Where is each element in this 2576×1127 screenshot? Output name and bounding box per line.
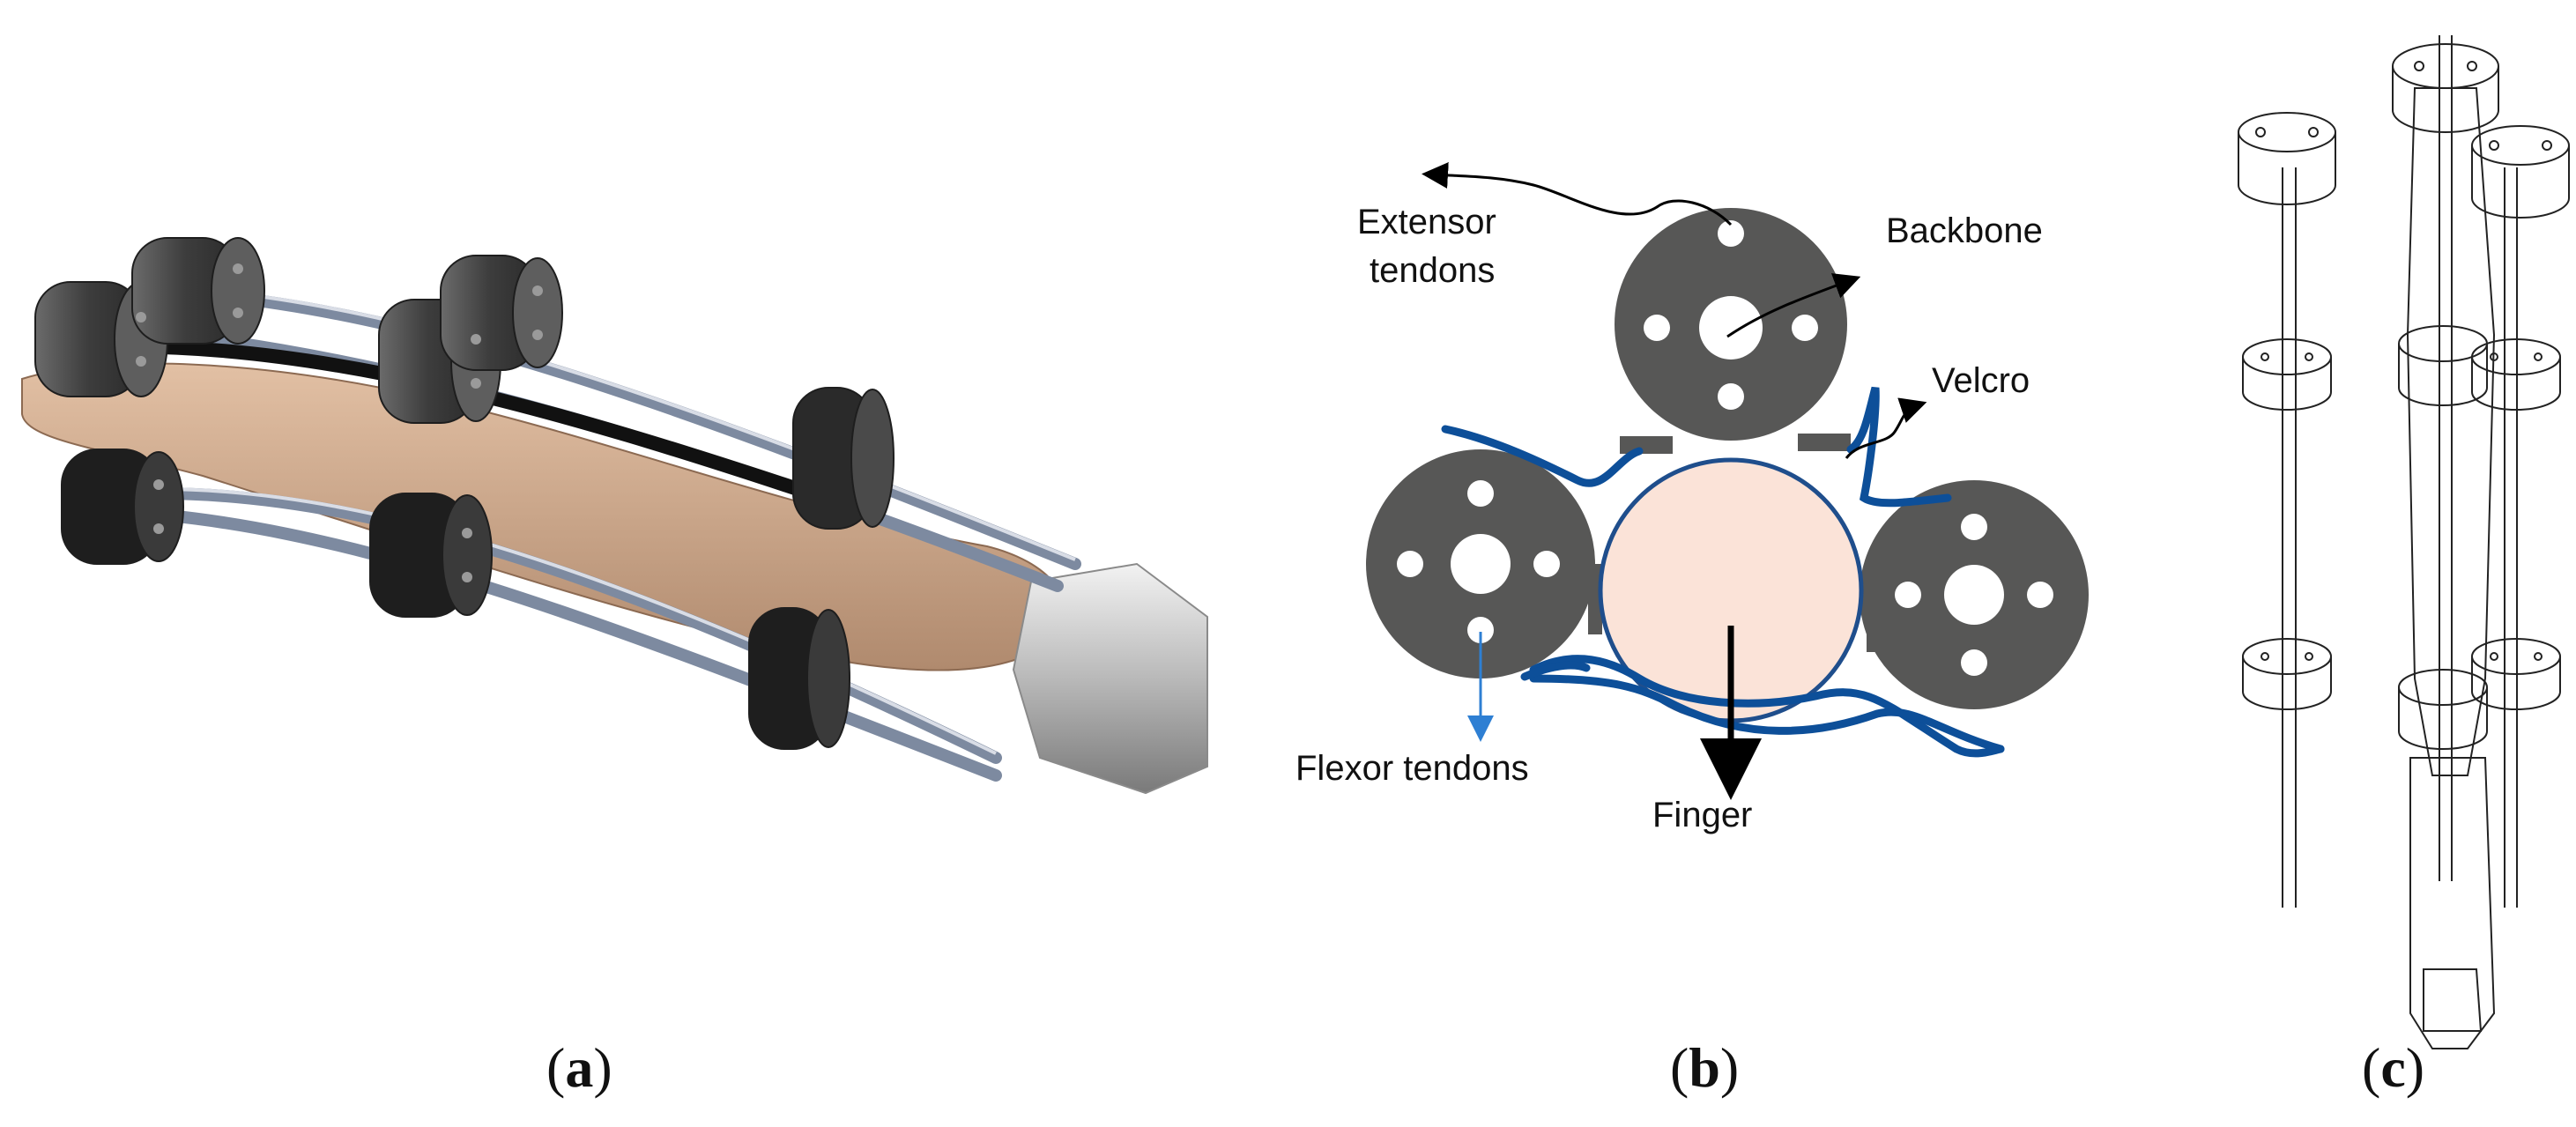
caption-b-close: ): [1719, 1036, 1740, 1099]
exoskeleton-line-drawing: [2238, 35, 2570, 1049]
label-velcro: Velcro: [1932, 361, 2030, 400]
line-drawing-strokes: [2238, 35, 2570, 1049]
caption-c: (c): [2362, 1035, 2424, 1101]
caption-a-close: ): [593, 1036, 612, 1099]
backbone-arrow: [1726, 273, 1861, 338]
panel-b-schematic: Extensor tendons Backbone Velcro Flexor …: [1269, 0, 2133, 1127]
label-flexor-tendons: Flexor tendons: [1295, 749, 1529, 788]
velcro-arrow: [1845, 397, 1927, 459]
tube-highlights: [158, 289, 1076, 755]
caption-a-open: (: [546, 1036, 566, 1099]
label-extensor-line1: Extensor: [1357, 203, 1496, 241]
caption-b-letter: b: [1689, 1036, 1720, 1099]
cross-section-diagram: Extensor tendons Backbone Velcro Flexor …: [1295, 162, 2089, 834]
disc-holes: [136, 263, 543, 582]
backbone-disc: [1615, 208, 1847, 441]
caption-a-letter: a: [565, 1036, 594, 1099]
panel-c-line-drawing: [2177, 0, 2576, 1127]
caption-c-letter: c: [2380, 1036, 2406, 1099]
flexor-disc-left: [1366, 449, 1595, 678]
caption-c-close: ): [2405, 1036, 2425, 1099]
ring-discs: [34, 237, 895, 750]
caption-c-open: (: [2362, 1036, 2381, 1099]
velcro-straps: [1441, 386, 2005, 758]
label-finger: Finger: [1652, 796, 1752, 834]
caption-a: (a): [546, 1035, 612, 1101]
label-backbone: Backbone: [1886, 211, 2043, 250]
panel-a-render: [0, 0, 1234, 1127]
label-extensor-line2: tendons: [1370, 251, 1495, 290]
caption-b: (b): [1670, 1035, 1739, 1101]
flexor-disc-right: [1860, 480, 2089, 709]
finger-exoskeleton-render: [21, 237, 1208, 795]
extensor-arrow: [1422, 162, 1733, 226]
metal-fingertip: [1012, 562, 1208, 795]
caption-b-open: (: [1670, 1036, 1689, 1099]
